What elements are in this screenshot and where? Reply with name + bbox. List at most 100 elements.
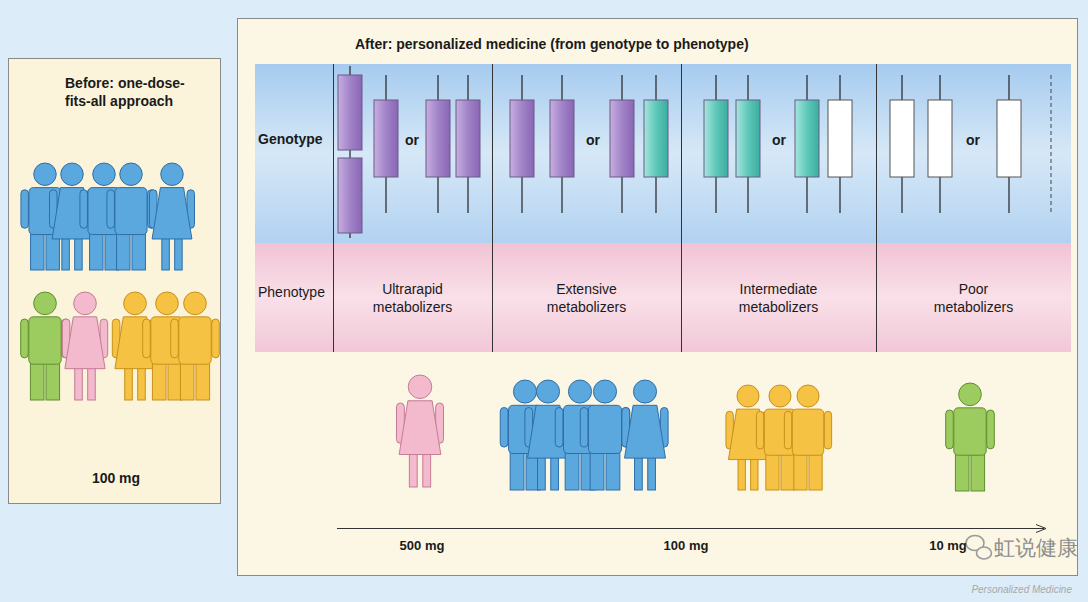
source-credit: Personalized Medicine bbox=[971, 584, 1072, 596]
head bbox=[74, 292, 97, 315]
genotype-band: Genotype bbox=[255, 64, 1071, 243]
allele-bar bbox=[610, 100, 634, 177]
leg bbox=[46, 360, 60, 400]
person-figure bbox=[171, 292, 220, 400]
axis-arrowhead bbox=[1036, 525, 1046, 533]
allele-bar bbox=[928, 100, 952, 177]
phenotype-label: Extensive metabolizers bbox=[537, 280, 637, 316]
allele-bar bbox=[510, 100, 534, 177]
dose-axis bbox=[337, 528, 1044, 529]
arm bbox=[171, 319, 179, 358]
phenotype-cell: Extensive metabolizers bbox=[492, 243, 681, 352]
row-heading: Genotype bbox=[258, 130, 323, 148]
column-divider bbox=[333, 64, 334, 352]
allele-bar bbox=[997, 100, 1021, 177]
watermark: 虹说健康 bbox=[994, 535, 1078, 560]
column-divider bbox=[492, 64, 493, 352]
torso bbox=[954, 408, 986, 455]
after-panel: After: personalized medicine (from genot… bbox=[237, 18, 1077, 575]
head bbox=[593, 380, 616, 403]
allele-bar bbox=[374, 100, 398, 177]
leg bbox=[125, 367, 133, 400]
phenotype-label: Intermediate metabolizers bbox=[729, 280, 829, 316]
arm bbox=[21, 190, 28, 229]
leg bbox=[590, 450, 604, 491]
person-figure bbox=[21, 292, 70, 400]
phenotype-label: Ultrarapid metabolizers bbox=[363, 280, 463, 316]
leg bbox=[30, 360, 44, 400]
column-divider bbox=[876, 64, 877, 352]
head bbox=[536, 380, 559, 403]
leg bbox=[751, 458, 758, 490]
arm bbox=[580, 408, 588, 448]
person-figure bbox=[396, 375, 443, 487]
person-figure bbox=[580, 380, 630, 490]
leg bbox=[88, 367, 96, 400]
torso bbox=[179, 317, 211, 364]
drawing-part bbox=[977, 547, 992, 559]
dose-label: 100 mg bbox=[664, 538, 709, 554]
allele-bar bbox=[550, 100, 574, 177]
phenotype-cell: Ultrarapid metabolizers bbox=[333, 243, 492, 352]
leg bbox=[132, 231, 145, 270]
head bbox=[513, 380, 536, 403]
leg bbox=[606, 450, 620, 491]
leg bbox=[781, 451, 794, 490]
person-figure bbox=[62, 292, 107, 400]
or-label: or bbox=[966, 132, 980, 149]
gene-bars bbox=[338, 66, 1051, 238]
person-figure bbox=[946, 383, 995, 491]
person-figure bbox=[622, 380, 668, 490]
allele-bar bbox=[644, 100, 668, 177]
arm bbox=[756, 411, 763, 449]
leg bbox=[117, 231, 130, 270]
arm bbox=[212, 319, 220, 358]
panel-heading: After: personalized medicine (from genot… bbox=[355, 35, 749, 53]
head bbox=[156, 292, 179, 315]
watermark-icon bbox=[966, 536, 992, 560]
allele-bar bbox=[456, 100, 480, 177]
panel-outline bbox=[9, 59, 221, 504]
or-label: or bbox=[405, 132, 419, 149]
dose-label: 10 mg bbox=[929, 538, 967, 554]
person-figure bbox=[726, 385, 770, 490]
leg bbox=[90, 231, 103, 270]
leg bbox=[809, 451, 822, 490]
leg bbox=[162, 237, 169, 270]
head bbox=[120, 163, 142, 185]
head bbox=[797, 385, 819, 407]
head bbox=[93, 163, 115, 185]
dress bbox=[399, 401, 441, 455]
panel-outline bbox=[238, 19, 1078, 576]
dress bbox=[625, 405, 666, 458]
dress bbox=[65, 317, 105, 369]
phenotype-band: Phenotype Ultrarapid metabolizers Extensiv… bbox=[255, 243, 1071, 352]
phenotype-label: Poor metabolizers bbox=[924, 280, 1024, 316]
row-heading: Phenotype bbox=[258, 283, 325, 301]
head bbox=[34, 292, 57, 315]
allele-bar bbox=[426, 100, 450, 177]
band-fill bbox=[255, 64, 1071, 243]
dress bbox=[115, 317, 155, 369]
or-label: or bbox=[772, 132, 786, 149]
head bbox=[61, 163, 83, 185]
leg bbox=[138, 367, 146, 400]
allele-bar bbox=[338, 75, 362, 150]
head bbox=[161, 163, 183, 185]
dress bbox=[728, 409, 767, 459]
band-fill bbox=[255, 243, 1071, 352]
torso bbox=[29, 317, 61, 364]
leg bbox=[75, 367, 83, 400]
allele-bar bbox=[890, 100, 914, 177]
leg bbox=[409, 453, 417, 487]
head bbox=[568, 380, 591, 403]
person-figure bbox=[107, 163, 155, 270]
leg bbox=[551, 456, 559, 490]
head bbox=[633, 380, 656, 403]
arm bbox=[824, 411, 831, 449]
panel-heading: Before: one-dose-fits-all approach bbox=[65, 74, 190, 110]
leg bbox=[62, 237, 69, 270]
torso bbox=[115, 188, 147, 235]
dress bbox=[152, 188, 192, 239]
